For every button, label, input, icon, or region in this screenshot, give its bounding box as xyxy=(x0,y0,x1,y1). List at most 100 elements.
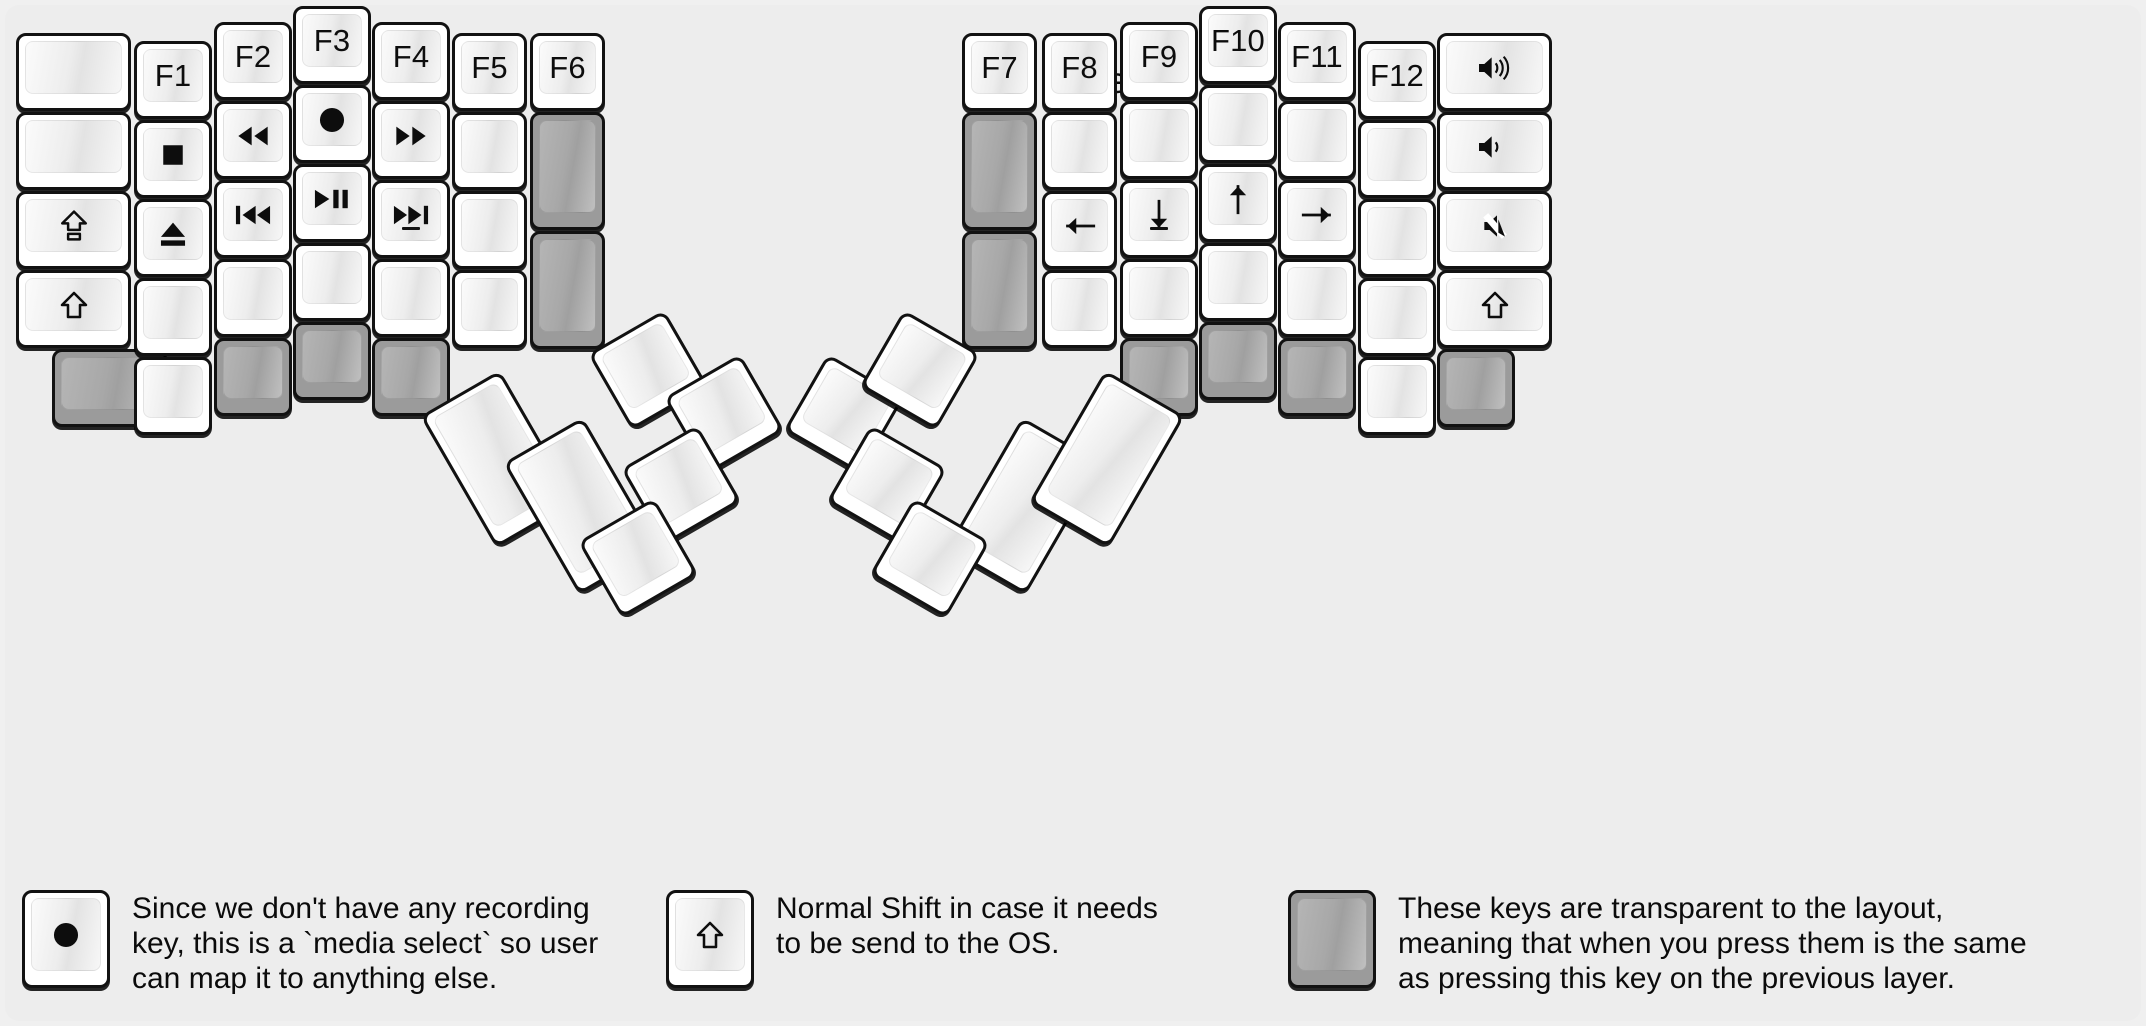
col-index-media-fastforward[interactable] xyxy=(372,101,450,179)
key-label: F9 xyxy=(1140,39,1178,74)
col-index-inner-r-f8[interactable]: F8 xyxy=(1042,33,1117,111)
col-pinky-r4[interactable] xyxy=(134,278,212,356)
col-index-inner-r-r4[interactable] xyxy=(1042,270,1117,348)
col-middle-r4[interactable] xyxy=(293,243,371,321)
col-pinky-r-r5-cap xyxy=(1367,365,1427,418)
media-prev-icon xyxy=(232,198,274,232)
col-pinky-r-r5[interactable] xyxy=(1358,357,1436,435)
col-inner-r2-cap xyxy=(539,120,596,213)
col-pinky-outer-r-volume-mute[interactable] xyxy=(1437,191,1552,269)
key-label: F3 xyxy=(313,23,351,58)
col-pinky-f1-cap: F1 xyxy=(143,49,203,102)
col-ring-r-r5[interactable] xyxy=(1278,338,1356,416)
col-index-media-fastforward-cap xyxy=(381,109,441,162)
col-index-r-f9-cap: F9 xyxy=(1129,30,1189,83)
col-ring-r-arrow-right[interactable] xyxy=(1278,180,1356,258)
secondary-marker xyxy=(402,227,420,230)
shift-arrow-icon xyxy=(1479,289,1511,321)
col-index-r-arrow-down[interactable] xyxy=(1120,180,1198,258)
col-ring-media-prev[interactable] xyxy=(214,180,292,258)
col-ring-r-r4[interactable] xyxy=(1278,259,1356,337)
col-pinky-media-eject[interactable] xyxy=(134,199,212,277)
col-ring-r5[interactable] xyxy=(214,338,292,416)
col-ring-r5-cap xyxy=(223,346,283,399)
col-pinky-r-r3[interactable] xyxy=(1358,199,1436,277)
col-pinky-outer-caps-lock-arrow[interactable] xyxy=(16,191,131,269)
col-index-media-next-cap xyxy=(381,188,441,241)
col-inner-r-r3[interactable] xyxy=(962,231,1037,349)
col-index-inner-r2[interactable] xyxy=(452,112,527,190)
col-pinky-r-f12-cap: F12 xyxy=(1367,49,1427,102)
thumb-r-big-2-cap xyxy=(1045,381,1174,529)
col-middle-r-arrow-up[interactable] xyxy=(1199,164,1277,242)
col-pinky-r-r4[interactable] xyxy=(1358,278,1436,356)
col-index-media-next[interactable] xyxy=(372,180,450,258)
col-pinky-r-r2[interactable] xyxy=(1358,120,1436,198)
col-middle-media-play-pause[interactable] xyxy=(293,164,371,242)
col-pinky-outer-r-shift-arrow[interactable] xyxy=(1437,270,1552,348)
col-inner-f6-cap: F6 xyxy=(539,41,596,94)
col-middle-r5-cap xyxy=(302,330,362,383)
col-middle-r-f10[interactable]: F10 xyxy=(1199,6,1277,84)
legend-media-select-text: Since we don't have any recording key, t… xyxy=(132,892,599,995)
col-inner-r3[interactable] xyxy=(530,231,605,349)
col-index-inner-r3[interactable] xyxy=(452,191,527,269)
col-index-r-r4[interactable] xyxy=(1120,259,1198,337)
col-inner-f6[interactable]: F6 xyxy=(530,33,605,111)
col-inner-r2[interactable] xyxy=(530,112,605,230)
col-middle-r-r4[interactable] xyxy=(1199,243,1277,321)
col-pinky-r5-cap xyxy=(143,365,203,418)
secondary-marker xyxy=(1150,227,1168,230)
col-ring-media-rewind[interactable] xyxy=(214,101,292,179)
col-middle-r-arrow-up-cap xyxy=(1208,172,1268,225)
col-index-inner-r-arrow-left[interactable] xyxy=(1042,191,1117,269)
col-pinky-outer-r-r5[interactable] xyxy=(1437,349,1515,427)
col-index-inner-r2-cap xyxy=(461,120,518,173)
col-index-r-f9[interactable]: F9 xyxy=(1120,22,1198,100)
col-pinky-outer-r-volume-down[interactable] xyxy=(1437,112,1552,190)
col-inner-r-r2[interactable] xyxy=(962,112,1037,230)
col-ring-r-r2[interactable] xyxy=(1278,101,1356,179)
col-middle-f3[interactable]: F3 xyxy=(293,6,371,84)
col-middle-r4-cap xyxy=(302,251,362,304)
col-middle-r-f10-cap: F10 xyxy=(1208,14,1268,67)
col-index-f4[interactable]: F4 xyxy=(372,22,450,100)
col-index-r-r2[interactable] xyxy=(1120,101,1198,179)
col-index-inner-r4[interactable] xyxy=(452,270,527,348)
col-middle-media-record[interactable] xyxy=(293,85,371,163)
col-pinky-r-f12[interactable]: F12 xyxy=(1358,41,1436,119)
col-pinky-outer-r-volume-up[interactable] xyxy=(1437,33,1552,111)
shift-arrow-icon xyxy=(694,919,726,951)
col-pinky-r5[interactable] xyxy=(134,357,212,435)
col-pinky-outer-r-volume-down-cap xyxy=(1446,120,1543,173)
col-index-r4[interactable] xyxy=(372,259,450,337)
col-pinky-outer-shift-arrow[interactable] xyxy=(16,270,131,348)
col-index-inner-r-f8-cap: F8 xyxy=(1051,41,1108,94)
col-ring-f2[interactable]: F2 xyxy=(214,22,292,100)
col-index-inner-r-r2[interactable] xyxy=(1042,112,1117,190)
key-label: F10 xyxy=(1210,23,1266,58)
col-ring-r4[interactable] xyxy=(214,259,292,337)
arrow-right-icon xyxy=(1299,200,1335,230)
col-middle-media-record-cap xyxy=(302,93,362,146)
col-inner-r-f7[interactable]: F7 xyxy=(962,33,1037,111)
col-pinky-f1[interactable]: F1 xyxy=(134,41,212,119)
media-eject-icon xyxy=(156,217,190,251)
col-pinky-outer-r1[interactable] xyxy=(16,33,131,111)
col-index-r5[interactable] xyxy=(372,338,450,416)
col-pinky-r-r2-cap xyxy=(1367,128,1427,181)
legend-transparent-key xyxy=(1288,890,1376,988)
col-middle-r-r2[interactable] xyxy=(1199,85,1277,163)
col-index-inner-r-r2-cap xyxy=(1051,120,1108,173)
col-index-inner-f5[interactable]: F5 xyxy=(452,33,527,111)
col-ring-r-f11[interactable]: F11 xyxy=(1278,22,1356,100)
col-middle-r-r5[interactable] xyxy=(1199,322,1277,400)
key-label: F12 xyxy=(1369,58,1425,93)
col-pinky-outer-r2[interactable] xyxy=(16,112,131,190)
legend-normal-shift-text: Normal Shift in case it needs to be send… xyxy=(776,892,1158,960)
legend-transparent-text: These keys are transparent to the layout… xyxy=(1398,892,2027,995)
col-pinky-media-stop[interactable] xyxy=(134,120,212,198)
col-middle-r5[interactable] xyxy=(293,322,371,400)
